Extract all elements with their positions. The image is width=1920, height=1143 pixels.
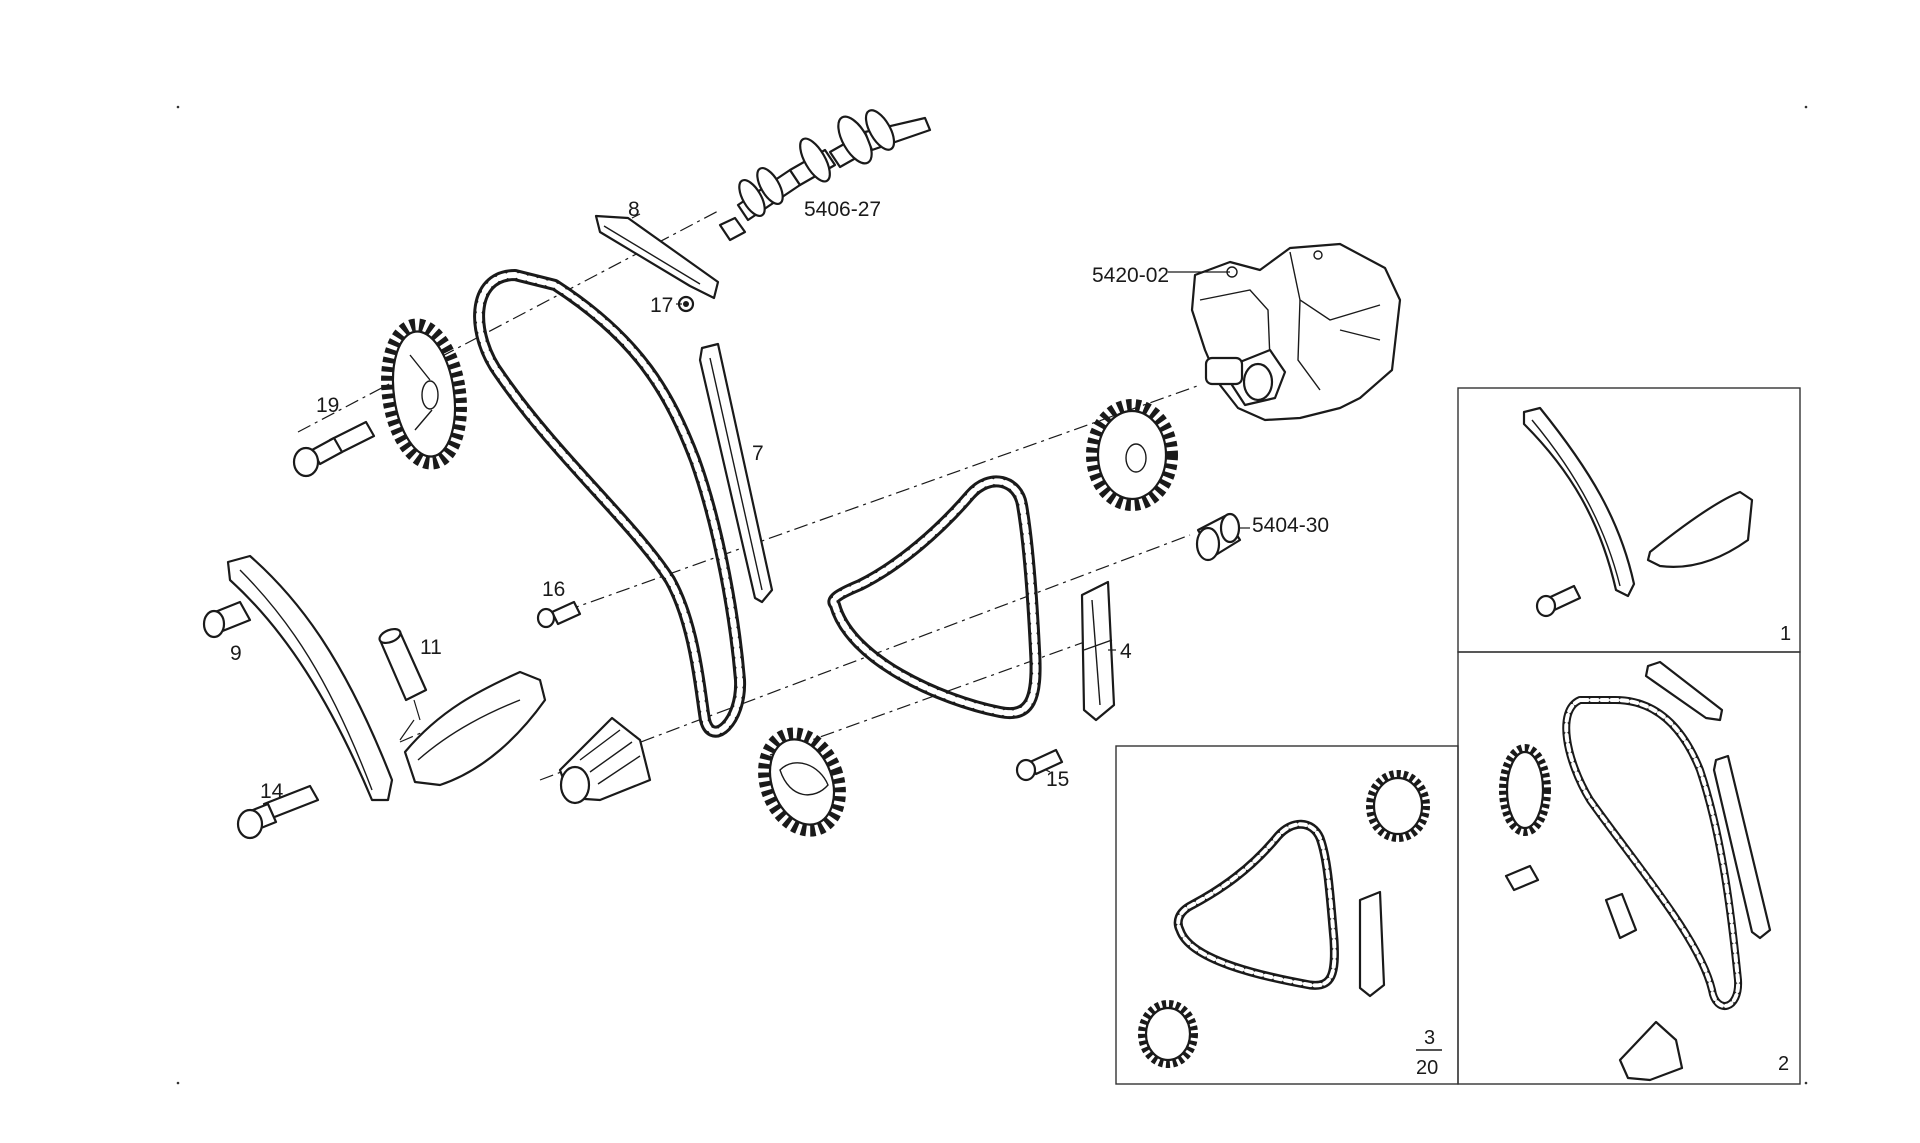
label-14: 14: [260, 780, 284, 803]
bolt-15: [1015, 748, 1064, 782]
inset-3-quantity: 20: [1416, 1057, 1438, 1079]
corner-marks: [176, 105, 1808, 1085]
inset-kit-3: 3 20: [1115, 745, 1459, 1085]
label-7: 7: [752, 442, 764, 465]
label-15: 15: [1046, 768, 1069, 791]
inset-1-label: 1: [1780, 623, 1791, 645]
label-16: 16: [542, 578, 565, 601]
crankshaft-sprocket: [758, 727, 846, 837]
label-11: 11: [420, 636, 442, 659]
label-9: 9: [230, 642, 242, 665]
guide-rail-left: [226, 554, 394, 802]
high-pressure-pump: [1190, 242, 1402, 422]
chain-tensioner-11: [378, 627, 428, 702]
lower-timing-chain: [827, 475, 1042, 720]
plug-9: [202, 600, 252, 639]
label-19: 19: [316, 394, 339, 417]
leader-lines: [399, 213, 1250, 773]
label-17: 17: [650, 294, 673, 317]
inset-kit-1: 1: [1457, 387, 1801, 653]
camshaft-sprocket: [381, 318, 467, 470]
label-4: 4: [1120, 640, 1132, 663]
label-5404-30: 5404-30: [1252, 514, 1329, 537]
guide-rail-8: [594, 214, 720, 300]
pump-sprocket: [1086, 399, 1178, 511]
oil-seal-cone: [558, 716, 652, 805]
label-5420-02: 5420-02: [1092, 264, 1169, 287]
bolt-14: [236, 784, 320, 840]
bolt-19: [292, 420, 376, 478]
tensioner-rail-lower: [403, 670, 547, 787]
coupling-5404-30: [1195, 512, 1242, 562]
camshaft: [718, 109, 932, 242]
inset-3-number: 3: [1424, 1027, 1435, 1049]
inset-2-label: 2: [1778, 1053, 1789, 1075]
label-8: 8: [628, 198, 640, 221]
label-5406-27: 5406-27: [804, 198, 881, 221]
bolt-16: [536, 600, 582, 629]
part-labels: 5406-27 8 17 5420-02 19 7 5404-30 16 11 …: [230, 198, 1329, 803]
inset-kit-2: 2: [1457, 651, 1801, 1085]
guide-rail-7: [698, 342, 774, 604]
tensioner-4: [1080, 580, 1116, 722]
